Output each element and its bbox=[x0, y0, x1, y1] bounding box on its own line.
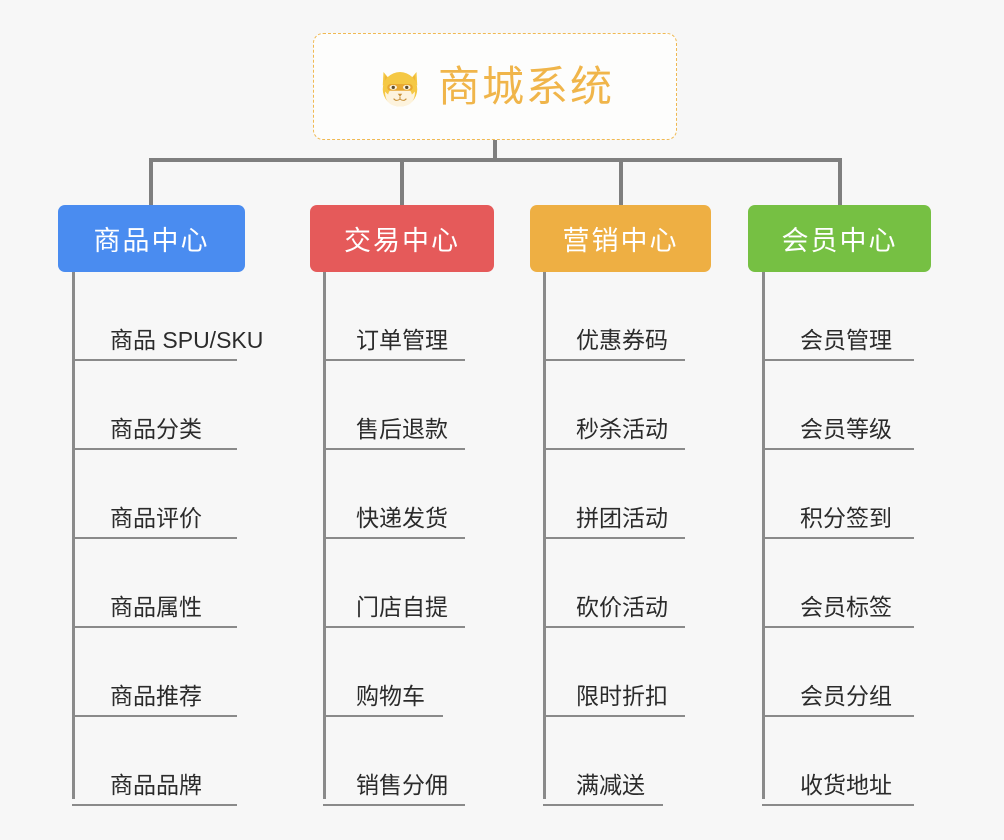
column-spine-3 bbox=[543, 272, 546, 799]
leaf-item[interactable]: 门店自提 bbox=[323, 539, 465, 628]
leaf-item[interactable]: 销售分佣 bbox=[323, 717, 465, 806]
leaf-item-label: 订单管理 bbox=[356, 326, 448, 353]
leaf-item[interactable]: 会员管理 bbox=[762, 272, 914, 361]
leaf-item-label: 购物车 bbox=[356, 682, 425, 709]
leaf-item[interactable]: 商品评价 bbox=[72, 450, 237, 539]
root-node-shopping-mall-system[interactable]: 商城系统 bbox=[313, 33, 677, 140]
connector-drop-category-3 bbox=[619, 158, 623, 206]
connector-drop-category-1 bbox=[149, 158, 153, 206]
leaf-item-label: 满减送 bbox=[576, 771, 645, 798]
leaf-item-label: 限时折扣 bbox=[576, 682, 668, 709]
leaf-item-label: 秒杀活动 bbox=[576, 415, 668, 442]
category-column-2: 交易中心 订单管理 售后退款 快递发货 门店自提 购物车 销售分佣 bbox=[310, 205, 494, 806]
category-header-4[interactable]: 会员中心 bbox=[748, 205, 931, 272]
leaf-item-label: 门店自提 bbox=[356, 593, 448, 620]
leaf-item-label: 拼团活动 bbox=[576, 504, 668, 531]
leaf-item[interactable]: 快递发货 bbox=[323, 450, 465, 539]
category-header-3-label: 营销中心 bbox=[562, 226, 679, 256]
leaf-list-4: 会员管理 会员等级 积分签到 会员标签 会员分组 收货地址 bbox=[762, 272, 914, 806]
leaf-item-label: 优惠券码 bbox=[576, 326, 668, 353]
connector-root-stem bbox=[493, 140, 497, 162]
leaf-item-label: 会员管理 bbox=[800, 326, 892, 353]
leaf-list-2: 订单管理 售后退款 快递发货 门店自提 购物车 销售分佣 bbox=[323, 272, 465, 806]
connector-horizontal-bus bbox=[149, 158, 842, 162]
leaf-item[interactable]: 售后退款 bbox=[323, 361, 465, 450]
connector-drop-category-2 bbox=[400, 158, 404, 206]
category-header-3[interactable]: 营销中心 bbox=[530, 205, 711, 272]
leaf-item[interactable]: 商品品牌 bbox=[72, 717, 237, 806]
column-spine-4 bbox=[762, 272, 765, 799]
leaf-item[interactable]: 商品推荐 bbox=[72, 628, 237, 717]
leaf-item[interactable]: 积分签到 bbox=[762, 450, 914, 539]
root-node-label: 商城系统 bbox=[437, 62, 614, 110]
column-spine-1 bbox=[72, 272, 75, 799]
leaf-item-label: 会员等级 bbox=[800, 415, 892, 442]
leaf-item[interactable]: 会员等级 bbox=[762, 361, 914, 450]
leaf-item-label: 砍价活动 bbox=[576, 593, 668, 620]
category-header-1[interactable]: 商品中心 bbox=[58, 205, 245, 272]
leaf-item[interactable]: 商品 SPU/SKU bbox=[72, 272, 263, 361]
leaf-item[interactable]: 购物车 bbox=[323, 628, 443, 717]
category-header-4-label: 会员中心 bbox=[781, 226, 898, 256]
category-header-2[interactable]: 交易中心 bbox=[310, 205, 494, 272]
leaf-item[interactable]: 优惠券码 bbox=[543, 272, 685, 361]
leaf-item[interactable]: 限时折扣 bbox=[543, 628, 685, 717]
leaf-item-label: 会员标签 bbox=[800, 593, 892, 620]
leaf-item-label: 商品分类 bbox=[110, 415, 202, 442]
category-column-3: 营销中心 优惠券码 秒杀活动 拼团活动 砍价活动 限时折扣 满减送 bbox=[530, 205, 711, 806]
leaf-item-label: 商品属性 bbox=[110, 593, 202, 620]
leaf-item[interactable]: 订单管理 bbox=[323, 272, 465, 361]
category-column-1: 商品中心 商品 SPU/SKU 商品分类 商品评价 商品属性 商品推荐 商品品牌 bbox=[58, 205, 263, 806]
connector-drop-category-4 bbox=[838, 158, 842, 206]
leaf-item[interactable]: 砍价活动 bbox=[543, 539, 685, 628]
leaf-item-label: 会员分组 bbox=[800, 682, 892, 709]
leaf-item[interactable]: 满减送 bbox=[543, 717, 663, 806]
category-header-2-label: 交易中心 bbox=[344, 226, 460, 256]
shiba-dog-icon bbox=[382, 71, 418, 106]
leaf-item[interactable]: 商品分类 bbox=[72, 361, 237, 450]
leaf-item-label: 商品评价 bbox=[110, 504, 202, 531]
leaf-item-label: 销售分佣 bbox=[356, 771, 448, 798]
category-header-1-label: 商品中心 bbox=[93, 226, 210, 256]
leaf-item[interactable]: 收货地址 bbox=[762, 717, 914, 806]
leaf-item-label: 快递发货 bbox=[356, 504, 448, 531]
category-column-4: 会员中心 会员管理 会员等级 积分签到 会员标签 会员分组 收货地址 bbox=[748, 205, 931, 806]
leaf-item[interactable]: 会员分组 bbox=[762, 628, 914, 717]
leaf-item-label: 售后退款 bbox=[356, 415, 448, 442]
leaf-item[interactable]: 秒杀活动 bbox=[543, 361, 685, 450]
column-spine-2 bbox=[323, 272, 326, 799]
leaf-item[interactable]: 商品属性 bbox=[72, 539, 237, 628]
leaf-item-label: 积分签到 bbox=[800, 504, 892, 531]
leaf-item-label: 商品推荐 bbox=[110, 682, 202, 709]
leaf-item-label: 商品 SPU/SKU bbox=[110, 326, 264, 353]
leaf-list-1: 商品 SPU/SKU 商品分类 商品评价 商品属性 商品推荐 商品品牌 bbox=[72, 272, 263, 806]
leaf-item[interactable]: 拼团活动 bbox=[543, 450, 685, 539]
leaf-item-label: 商品品牌 bbox=[110, 771, 202, 798]
leaf-list-3: 优惠券码 秒杀活动 拼团活动 砍价活动 限时折扣 满减送 bbox=[543, 272, 685, 806]
leaf-item-label: 收货地址 bbox=[800, 771, 892, 798]
leaf-item[interactable]: 会员标签 bbox=[762, 539, 914, 628]
